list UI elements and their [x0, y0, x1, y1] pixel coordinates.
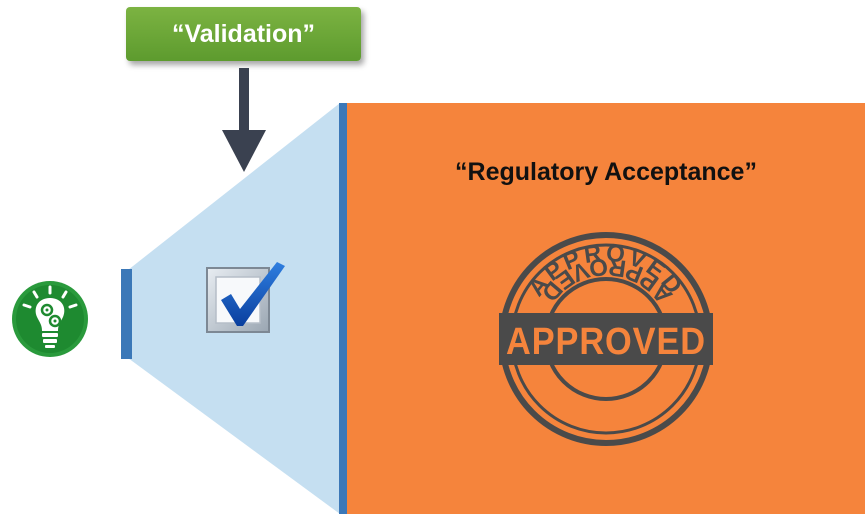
- lightbulb-gears-icon: [12, 281, 88, 357]
- down-arrow-icon: [222, 68, 266, 172]
- right-blue-bar: [339, 103, 349, 514]
- regulatory-acceptance-label: “Regulatory Acceptance”: [455, 158, 757, 186]
- stamp-center-text: APPROVED: [506, 321, 706, 363]
- validation-label-box: “Validation”: [126, 7, 361, 61]
- checkbox-checked-icon: [206, 262, 285, 333]
- validation-label: “Validation”: [171, 19, 316, 48]
- left-blue-bar: [121, 269, 132, 359]
- approved-stamp-icon: APPROVED APPROVED APPROVED: [499, 232, 713, 446]
